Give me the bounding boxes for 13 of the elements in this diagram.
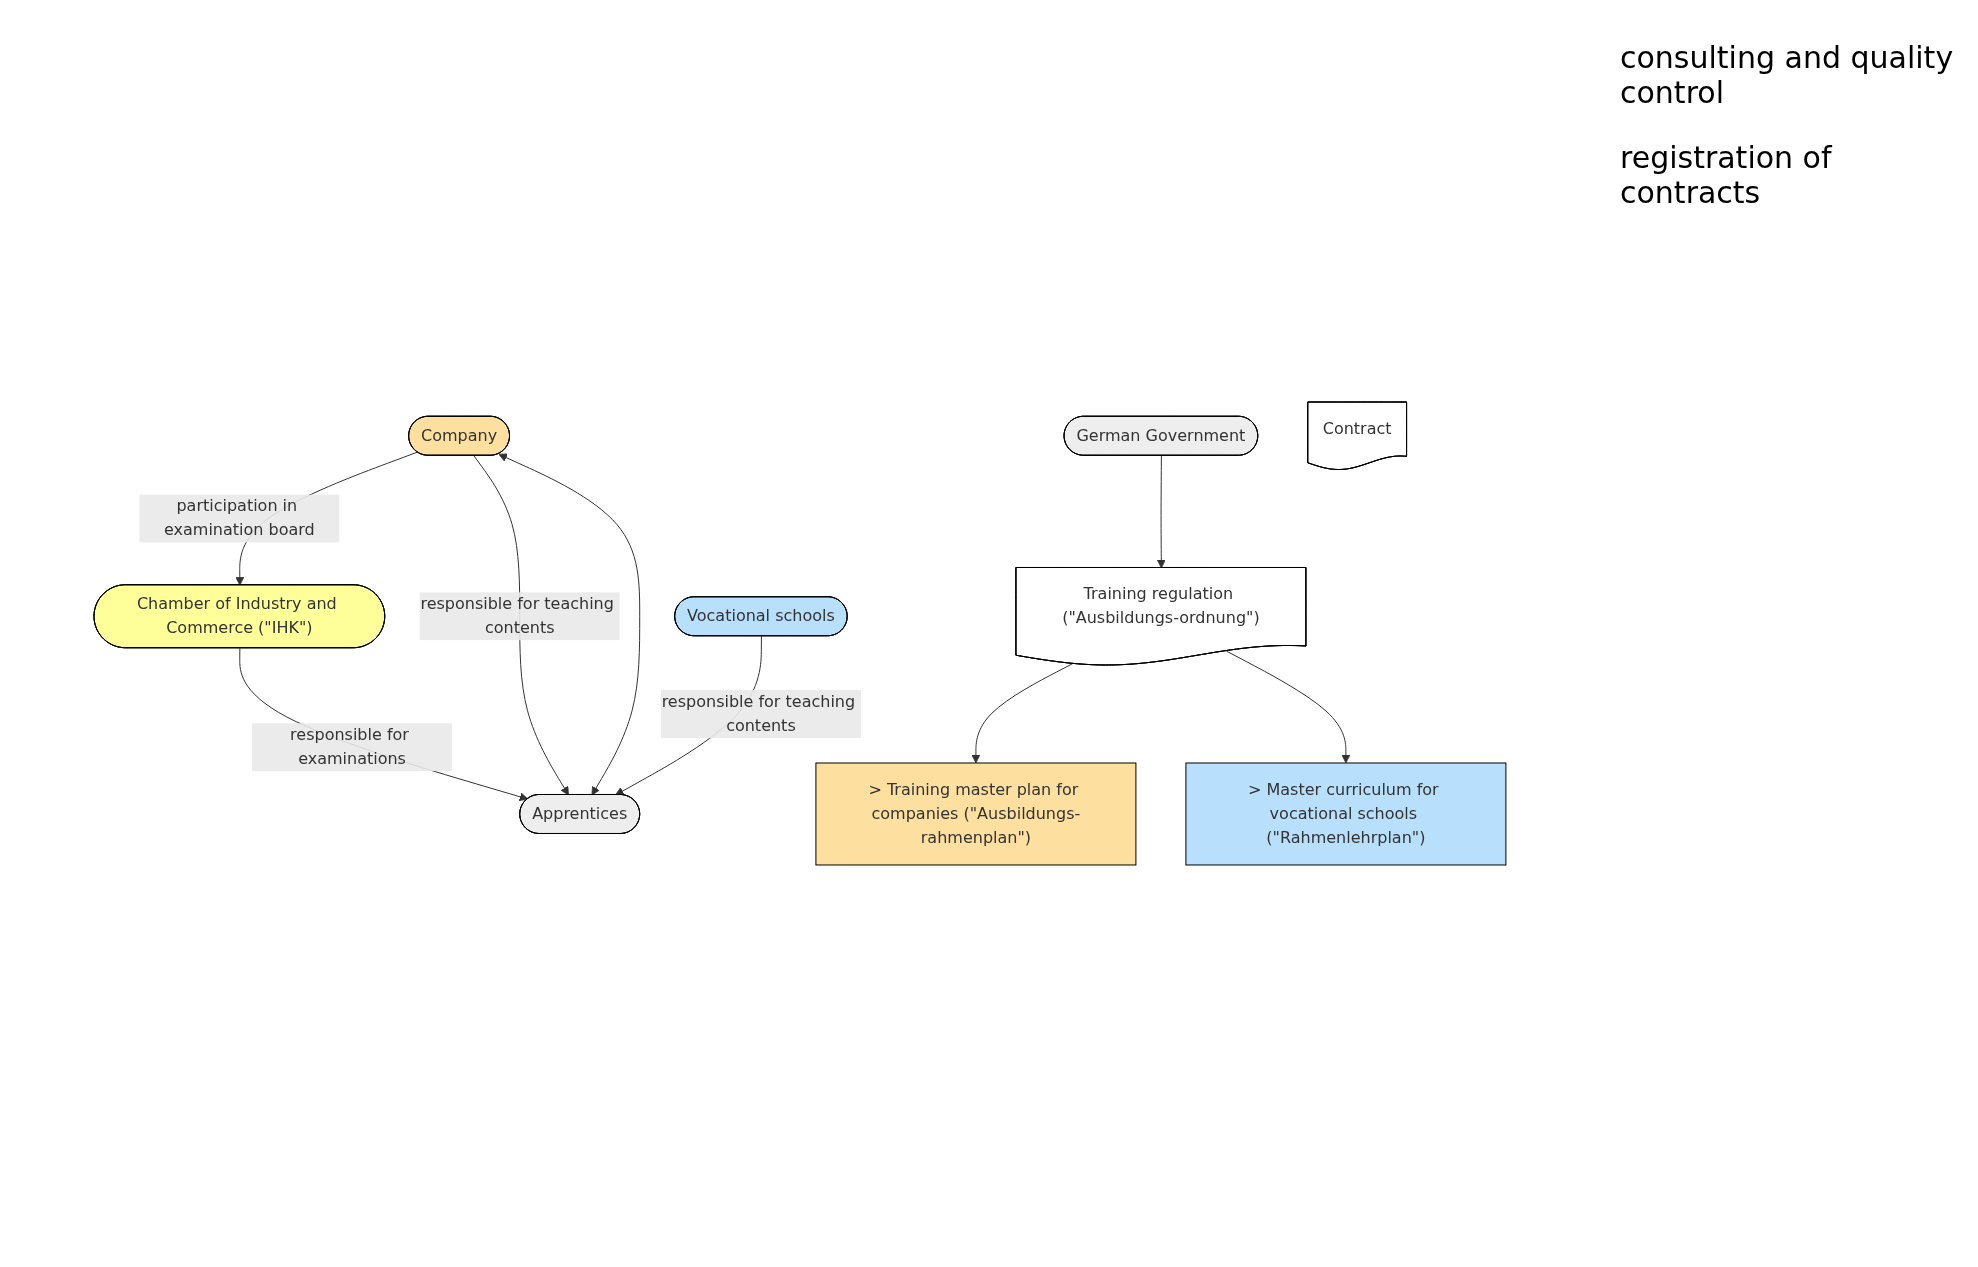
edge-label: responsible for teaching contents bbox=[420, 594, 614, 638]
arrow bbox=[1225, 650, 1351, 764]
edge-label: participation in examination board bbox=[164, 496, 315, 540]
arrow bbox=[498, 453, 641, 796]
node-box: > Master curriculum for vocational schools ("Rahmenlehrplan") bbox=[1185, 762, 1507, 866]
node-box: > Training master plan for companies ("Ausbildungs-rahmenplan") bbox=[815, 762, 1137, 866]
edge-label: responsible for teaching contents bbox=[661, 691, 856, 735]
note-label: registration of contracts bbox=[1620, 140, 1833, 210]
arrow bbox=[971, 663, 1073, 764]
edge-label: responsible for examinations bbox=[290, 725, 409, 769]
arrow bbox=[1156, 455, 1166, 569]
note-label: consulting and quality control bbox=[1620, 40, 1955, 110]
arrow bbox=[239, 647, 529, 802]
